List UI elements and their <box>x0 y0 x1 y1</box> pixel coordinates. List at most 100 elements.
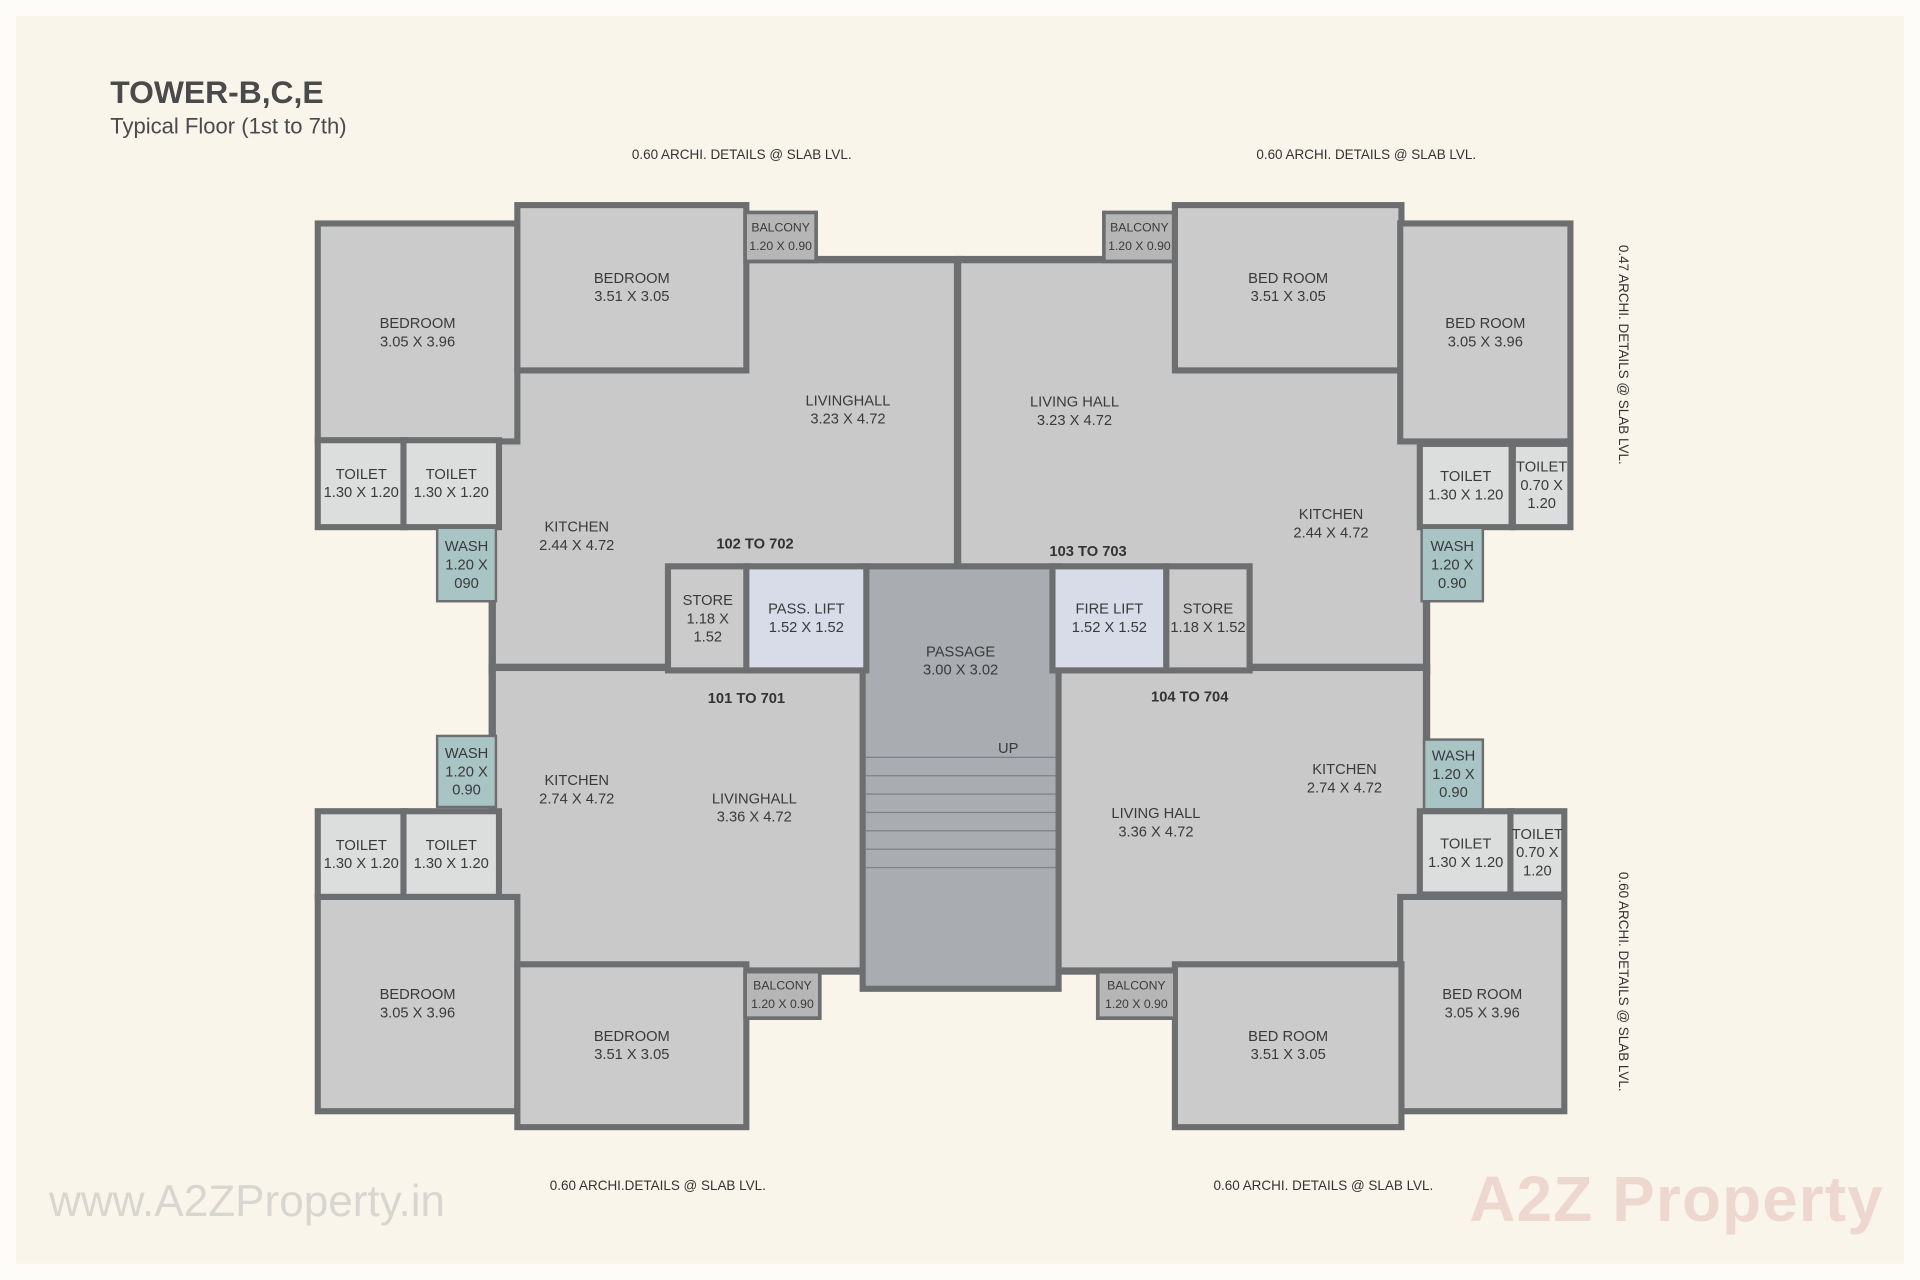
room-balcony: BALCONY 1.20 X 0.90 <box>746 973 818 1017</box>
unit-number: 103 TO 703 <box>1049 542 1127 560</box>
room-size: 3.23 X 4.72 <box>1036 411 1113 429</box>
stair-step <box>865 848 1056 850</box>
room-size: 3.05 X 3.96 <box>379 1004 456 1022</box>
room-size: 1.30 X 1.20 <box>413 483 489 501</box>
room-name: BED ROOM <box>1445 314 1526 332</box>
room-size: 1.20 X 0.90 <box>1432 765 1475 801</box>
room-size: 1.18 X 1.52 <box>1170 618 1246 636</box>
room-name: BALCONY <box>753 978 812 993</box>
room-name: TOILET <box>1511 825 1563 843</box>
page-subtitle: Typical Floor (1st to 7th) <box>110 113 347 139</box>
stair-step <box>865 811 1056 814</box>
room-name: LIVING HALL <box>1111 804 1201 822</box>
annotation: 0.60 ARCHI. DETAILS @ SLAB LVL. <box>631 148 852 163</box>
room-balcony: BALCONY 1.20 X 0.90 <box>746 214 815 260</box>
room-size: 3.05 X 3.96 <box>379 332 456 350</box>
room-size: 3.51 X 3.05 <box>594 287 670 305</box>
room-name: TOILET <box>425 465 477 483</box>
room-size: 3.36 X 4.72 <box>1118 822 1194 841</box>
watermark-logo: A2Z Property <box>1469 1164 1884 1236</box>
room-name: PASS. LIFT <box>768 600 845 618</box>
room-name: KITCHEN <box>544 517 609 536</box>
room-size: 2.74 X 4.72 <box>1306 778 1383 796</box>
stair-step <box>865 756 1056 758</box>
room-name: BALCONY <box>1107 978 1166 993</box>
room-name: TOILET <box>335 465 387 483</box>
room-size: 1.20 X 0.90 <box>751 997 814 1011</box>
room-size: 1.30 X 1.20 <box>413 854 489 872</box>
unit-101-area <box>495 671 864 968</box>
room-size: 3.23 X 4.72 <box>810 410 886 428</box>
room-name: BED ROOM <box>1248 1027 1329 1045</box>
room-size: 1.52 X 1.52 <box>1071 618 1147 636</box>
room-size: 1.20 X 090 <box>445 555 488 591</box>
annotation: 0.60 ARCHI.DETAILS @ SLAB LVL. <box>549 1179 766 1194</box>
room-name: STORE <box>682 590 733 608</box>
room-size: 3.36 X 4.72 <box>716 808 792 826</box>
room-size: 1.20 X 0.90 <box>1108 239 1171 253</box>
unit-number: 101 TO 701 <box>707 689 786 707</box>
watermark-url: www.A2ZProperty.in <box>48 1175 446 1226</box>
stair-step <box>865 775 1056 777</box>
room-size: 1.20 X 0.90 <box>749 239 812 253</box>
room-name: BED ROOM <box>1248 269 1329 287</box>
room-name: WASH <box>444 743 489 762</box>
room-size: 0.70 X 1.20 <box>1516 843 1559 880</box>
room-name: WASH <box>1430 536 1475 555</box>
room-size: 1.18 X 1.52 <box>686 609 729 645</box>
unit-104-area <box>1055 671 1423 968</box>
unit-number: 102 TO 702 <box>716 535 794 553</box>
room-size: 3.05 X 3.96 <box>1447 332 1523 350</box>
page-title: TOWER-B,C,E <box>110 73 324 111</box>
room-name: LIVINGHALL <box>711 789 797 807</box>
room-name: BEDROOM <box>379 314 456 332</box>
room-size: 1.30 X 1.20 <box>323 483 399 501</box>
passage-size: 3.00 X 3.02 <box>923 661 999 679</box>
room-name: FIRE LIFT <box>1075 600 1144 618</box>
room-size: 1.20 X 0.90 <box>1431 555 1474 591</box>
room-size: 1.20 X 0.90 <box>445 762 488 798</box>
room-size: 0.70 X 1.20 <box>1520 476 1563 512</box>
stair-up-label: UP <box>997 739 1019 757</box>
annotation: 0.47 ARCHI. DETAILS @ SLAB LVL. <box>1615 244 1630 465</box>
room-name: BALCONY <box>751 221 810 235</box>
room-name: LIVINGHALL <box>805 391 891 409</box>
room-name: TOILET <box>1516 457 1568 476</box>
annotation: 0.60 ARCHI. DETAILS @ SLAB LVL. <box>1615 871 1630 1092</box>
room-size: 3.51 X 3.05 <box>1250 287 1326 305</box>
room-size: 1.30 X 1.20 <box>1428 485 1504 503</box>
passage: PASSAGE 3.00 X 3.02 <box>865 569 1056 986</box>
room-name: TOILET <box>425 835 477 853</box>
room-name: WASH <box>444 536 489 555</box>
room-size: 3.05 X 3.96 <box>1444 1004 1520 1022</box>
room-size: 2.74 X 4.72 <box>539 789 615 807</box>
